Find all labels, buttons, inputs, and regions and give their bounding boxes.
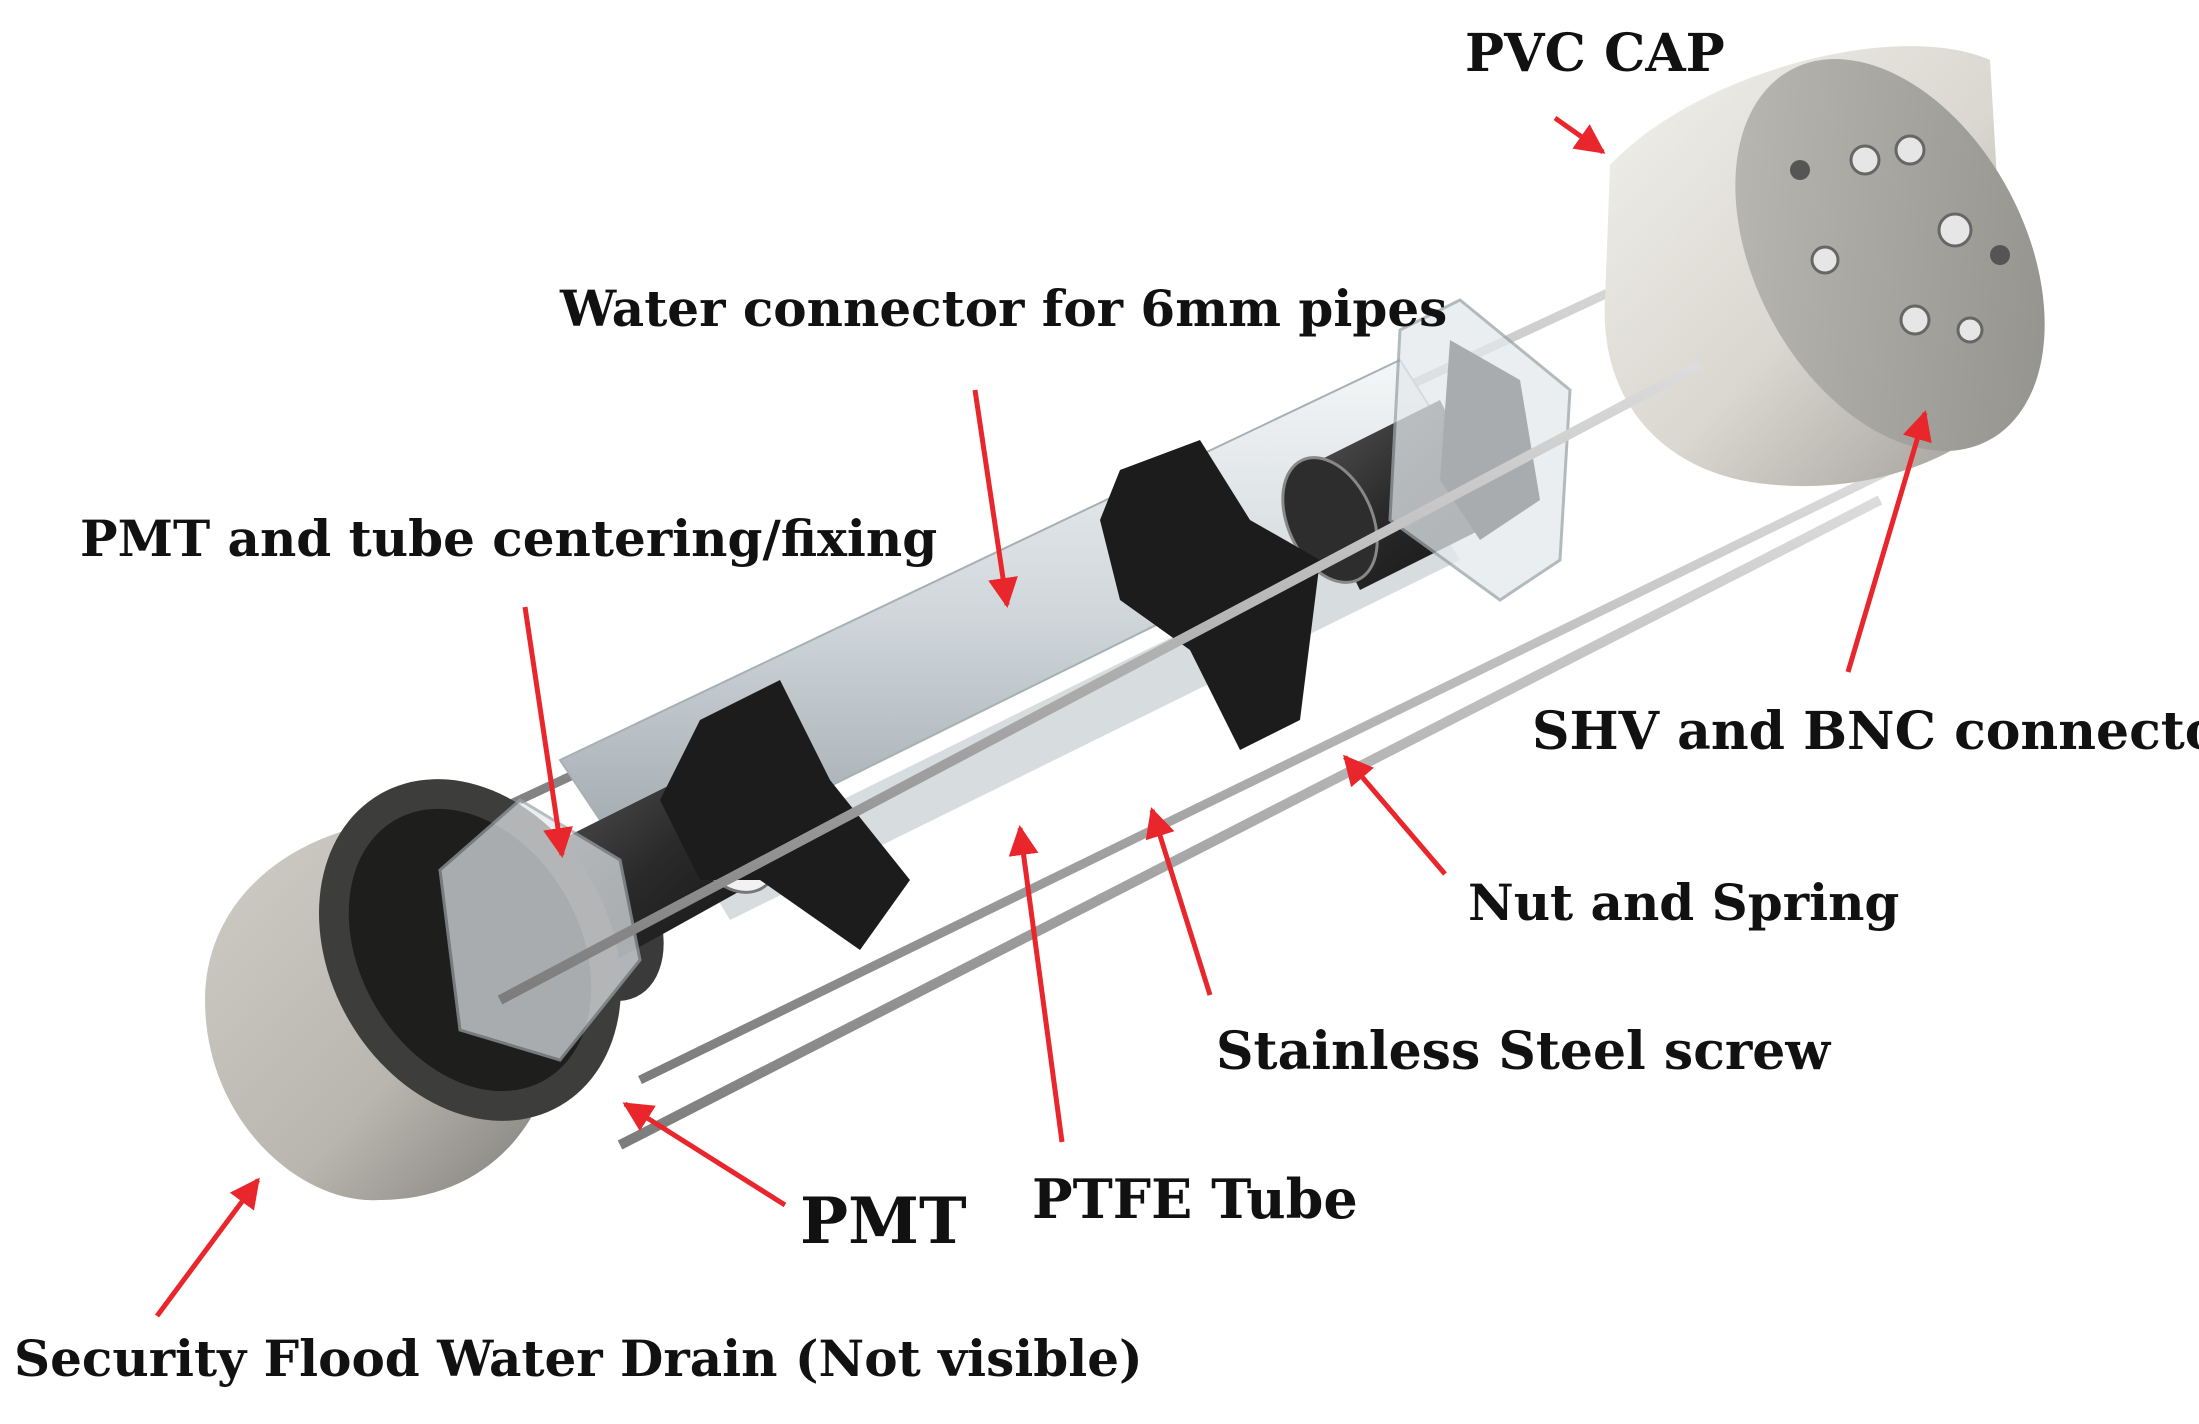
arrow-ptfe-tube [1008,825,1065,1143]
connectors [1790,134,2010,344]
label-nut-spring: Nut and Spring [1468,873,1900,932]
arrow-pmt-centering [522,606,573,858]
front-rods [497,360,1883,1150]
label-pmt: PMT [800,1184,967,1259]
label-ptfe-tube: PTFE Tube [1032,1167,1358,1231]
label-shv-bnc: SHV and BNC connectors [1532,701,2199,762]
label-steel-screw: Stainless Steel screw [1216,1021,1831,1082]
spider-middle [1100,440,1320,750]
annotation-arrows [154,115,1932,1318]
arrow-steel-screw [1145,807,1213,996]
arrow-nut-spring [1343,754,1447,876]
arrow-shv-bnc [1845,410,1932,673]
left-centering-plate [438,798,642,1062]
arrow-water-connector [972,389,1018,608]
arrow-pvc-cap [1553,115,1606,155]
label-drain: Security Flood Water Drain (Not visible) [14,1329,1143,1388]
label-water-connector: Water connector for 6mm pipes [560,279,1448,338]
label-pvc-cap: PVC CAP [1465,23,1725,84]
spider-left [660,680,910,950]
right-pvc-cap [1604,46,2045,487]
arrow-pmt [622,1101,787,1208]
label-pmt-centering: PMT and tube centering/fixing [80,509,938,568]
arrow-drain [154,1177,261,1318]
